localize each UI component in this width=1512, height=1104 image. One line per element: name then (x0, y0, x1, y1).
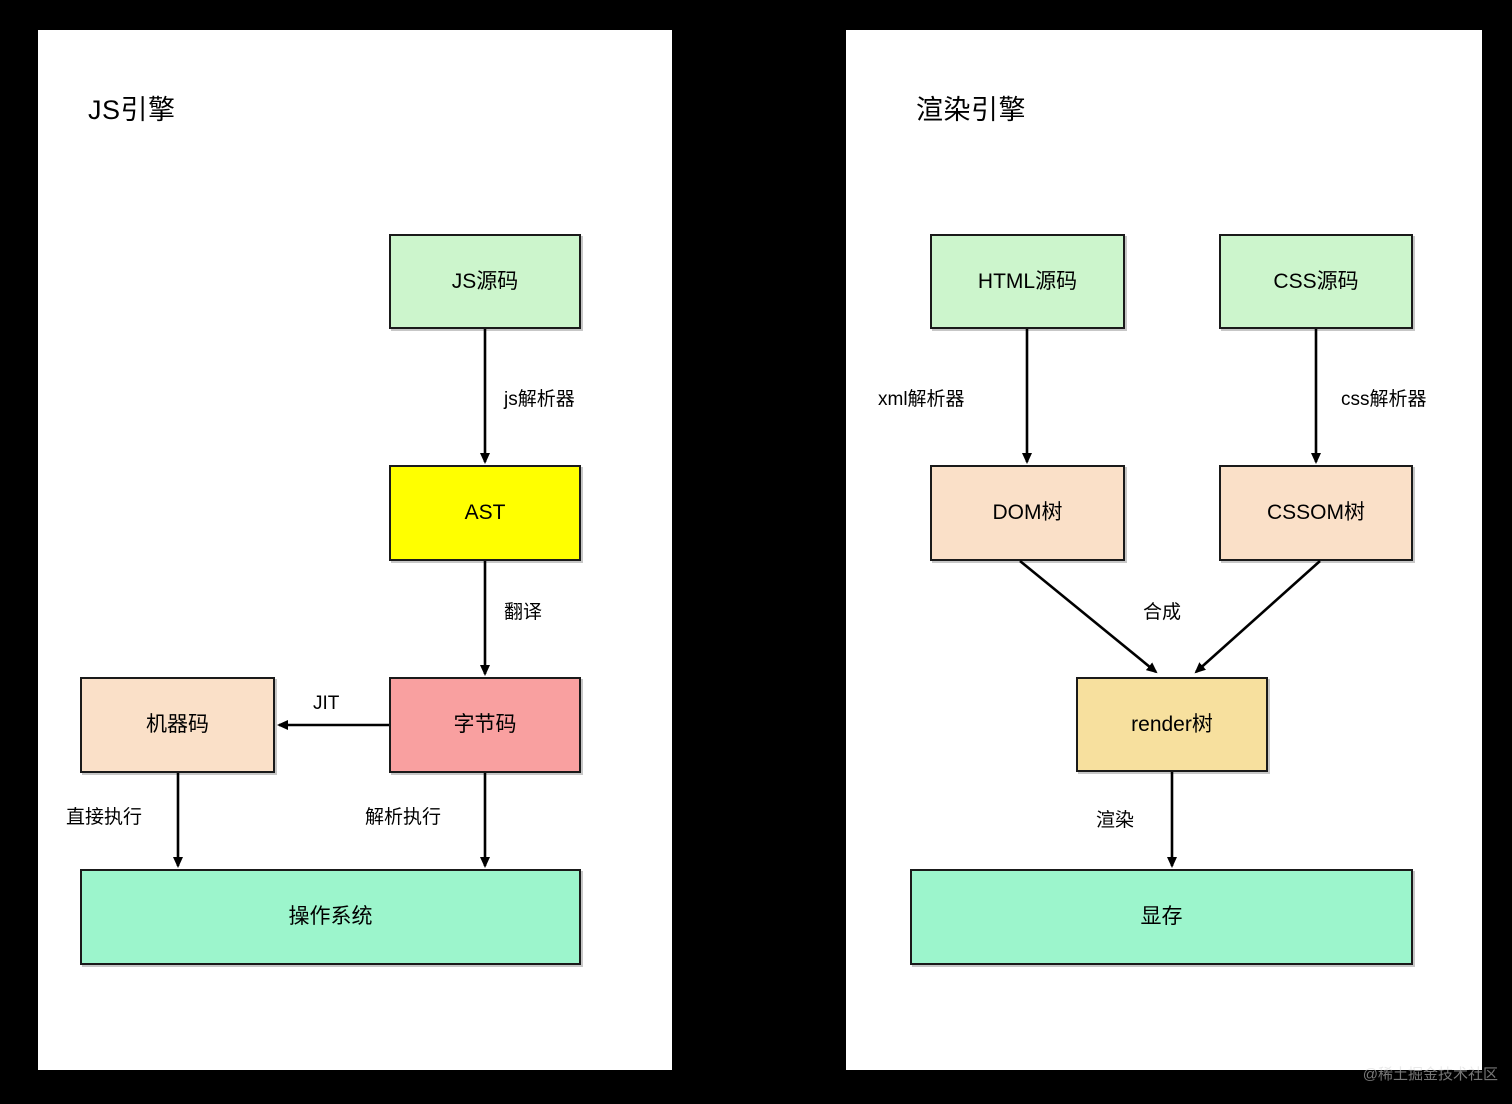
node-js-source-label: JS源码 (451, 269, 519, 293)
node-machine-code-label: 机器码 (146, 713, 209, 737)
edge-label-xml-parser: xml解析器 (878, 389, 965, 410)
node-vram: 显存 (910, 869, 1413, 965)
edge-label-compose: 合成 (1143, 602, 1182, 623)
node-render-tree-label: render树 (1131, 712, 1213, 736)
node-html-source: HTML源码 (930, 234, 1125, 329)
edge-label-jit: JIT (313, 693, 340, 714)
node-cssom-tree: CSSOM树 (1219, 465, 1413, 561)
node-bytecode-label: 字节码 (453, 713, 517, 737)
node-cssom-tree-label: CSSOM树 (1266, 501, 1365, 525)
node-html-source-label: HTML源码 (977, 269, 1078, 293)
node-css-source: CSS源码 (1219, 234, 1413, 329)
node-vram-label: 显存 (1140, 905, 1183, 929)
edge-label-translate: 翻译 (504, 602, 543, 623)
node-bytecode: 字节码 (389, 677, 581, 773)
node-render-tree: render树 (1076, 677, 1268, 772)
edge-label-interpret-exec: 解析执行 (365, 807, 442, 828)
node-dom-tree-label: DOM树 (992, 501, 1063, 525)
panel-render-engine-title: 渲染引擎 (916, 95, 1026, 125)
edge-label-js-parser: js解析器 (504, 389, 575, 410)
edge-label-direct-exec: 直接执行 (66, 807, 143, 828)
node-operating-system: 操作系统 (80, 869, 581, 965)
node-machine-code: 机器码 (80, 677, 275, 773)
panel-js-engine-title: JS引擎 (88, 95, 176, 125)
edge-label-css-parser: css解析器 (1341, 389, 1427, 410)
watermark: @稀土掘金技术社区 (1362, 1066, 1498, 1083)
edge-label-render: 渲染 (1096, 810, 1135, 831)
node-ast-label: AST (464, 501, 506, 525)
node-dom-tree: DOM树 (930, 465, 1125, 561)
node-ast: AST (389, 465, 581, 561)
node-operating-system-label: 操作系统 (288, 905, 373, 929)
node-js-source: JS源码 (389, 234, 581, 329)
node-css-source-label: CSS源码 (1273, 269, 1359, 293)
